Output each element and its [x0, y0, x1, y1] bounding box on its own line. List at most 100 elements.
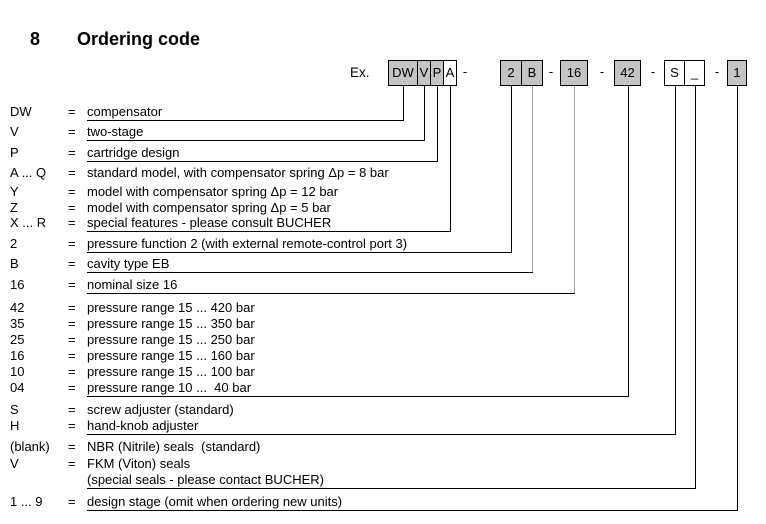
- vertical-connector: [403, 86, 404, 120]
- underline-connector: [87, 140, 425, 141]
- legend-description: cartridge design: [87, 145, 180, 160]
- legend-description: design stage (omit when ordering new uni…: [87, 494, 343, 509]
- vertical-connector: [511, 86, 512, 252]
- legend-code: DW: [10, 104, 32, 119]
- legend-code: B: [10, 256, 19, 271]
- equals-sign: =: [68, 456, 76, 471]
- code-box-16: 16: [560, 60, 588, 86]
- legend-code: V: [10, 124, 19, 139]
- equals-sign: =: [68, 200, 76, 215]
- legend-code: A ... Q: [10, 165, 47, 180]
- legend-code: 16: [10, 348, 25, 363]
- equals-sign: =: [68, 277, 76, 292]
- underline-connector: [87, 396, 629, 397]
- legend-code: 35: [10, 316, 25, 331]
- underline-connector: [87, 488, 696, 489]
- legend-code: 16: [10, 277, 25, 292]
- code-box-1: 1: [727, 60, 747, 86]
- underline-connector: [87, 272, 533, 273]
- vertical-connector: [695, 86, 696, 488]
- legend-description: screw adjuster (standard): [87, 402, 234, 417]
- equals-sign: =: [68, 256, 76, 271]
- vertical-connector: [737, 86, 738, 510]
- legend-description: pressure range 15 ... 420 bar: [87, 300, 255, 315]
- equals-sign: =: [68, 332, 76, 347]
- dash-separator: -: [714, 64, 720, 79]
- code-box-DW: DW: [388, 60, 418, 86]
- code-box-2: 2: [500, 60, 522, 86]
- equals-sign: =: [68, 104, 76, 119]
- legend-code: (blank): [10, 439, 50, 454]
- legend-code: 10: [10, 364, 25, 379]
- example-label: Ex.: [350, 65, 370, 80]
- section-title: 8 Ordering code: [10, 8, 200, 71]
- vertical-connector: [437, 86, 438, 161]
- equals-sign: =: [68, 348, 76, 363]
- underline-connector: [87, 252, 512, 253]
- vertical-connector: [628, 86, 629, 396]
- equals-sign: =: [68, 124, 76, 139]
- legend-description: standard model, with compensator spring …: [87, 165, 389, 180]
- legend-description: (special seals - please contact BUCHER): [87, 472, 324, 487]
- legend-code: X ... R: [10, 215, 47, 230]
- legend-code: 42: [10, 300, 25, 315]
- dash-separator: -: [548, 64, 554, 79]
- equals-sign: =: [68, 300, 76, 315]
- legend-description: two-stage: [87, 124, 144, 139]
- legend-description: compensator: [87, 104, 163, 119]
- vertical-connector: [532, 86, 533, 272]
- vertical-connector: [450, 86, 451, 231]
- equals-sign: =: [68, 364, 76, 379]
- equals-sign: =: [68, 380, 76, 395]
- legend-description: pressure range 15 ... 350 bar: [87, 316, 255, 331]
- code-box-V: V: [417, 60, 431, 86]
- legend-description: nominal size 16: [87, 277, 178, 292]
- equals-sign: =: [68, 184, 76, 199]
- legend-description: FKM (Viton) seals: [87, 456, 191, 471]
- section-title-text: Ordering code: [77, 29, 201, 49]
- equals-sign: =: [68, 165, 76, 180]
- legend-description: model with compensator spring Δp = 5 bar: [87, 200, 331, 215]
- legend-description: model with compensator spring Δp = 12 ba…: [87, 184, 339, 199]
- underline-connector: [87, 434, 676, 435]
- underline-connector: [87, 161, 438, 162]
- vertical-connector: [675, 86, 676, 434]
- legend-code: Y: [10, 184, 19, 199]
- equals-sign: =: [68, 215, 76, 230]
- legend-description: pressure range 15 ... 100 bar: [87, 364, 255, 379]
- section-number: 8: [30, 29, 41, 49]
- legend-description: cavity type EB: [87, 256, 170, 271]
- legend-description: special features - please consult BUCHER: [87, 215, 332, 230]
- equals-sign: =: [68, 145, 76, 160]
- equals-sign: =: [68, 236, 76, 251]
- dash-separator: -: [462, 64, 468, 79]
- legend-description: pressure range 15 ... 250 bar: [87, 332, 255, 347]
- legend-description: NBR (Nitrile) seals (standard): [87, 439, 261, 454]
- legend-description: pressure range 15 ... 160 bar: [87, 348, 255, 363]
- dash-separator: -: [599, 64, 605, 79]
- underline-connector: [87, 231, 451, 232]
- code-box-B: B: [521, 60, 543, 86]
- code-box-A: A: [443, 60, 457, 86]
- equals-sign: =: [68, 494, 76, 509]
- equals-sign: =: [68, 316, 76, 331]
- code-box-S: S: [664, 60, 685, 86]
- legend-description: hand-knob adjuster: [87, 418, 199, 433]
- legend-code: Z: [10, 200, 18, 215]
- code-box-42: 42: [614, 60, 641, 86]
- legend-code: P: [10, 145, 19, 160]
- code-box-P: P: [430, 60, 444, 86]
- vertical-connector: [574, 86, 575, 293]
- dash-separator: -: [650, 64, 656, 79]
- legend-description: pressure range 10 ... 40 bar: [87, 380, 252, 395]
- legend-code: 2: [10, 236, 18, 251]
- equals-sign: =: [68, 439, 76, 454]
- underline-connector: [87, 120, 404, 121]
- legend-code: V: [10, 456, 19, 471]
- underline-connector: [87, 293, 575, 294]
- legend-description: pressure function 2 (with external remot…: [87, 236, 408, 251]
- legend-code: 04: [10, 380, 25, 395]
- legend-code: H: [10, 418, 20, 433]
- equals-sign: =: [68, 418, 76, 433]
